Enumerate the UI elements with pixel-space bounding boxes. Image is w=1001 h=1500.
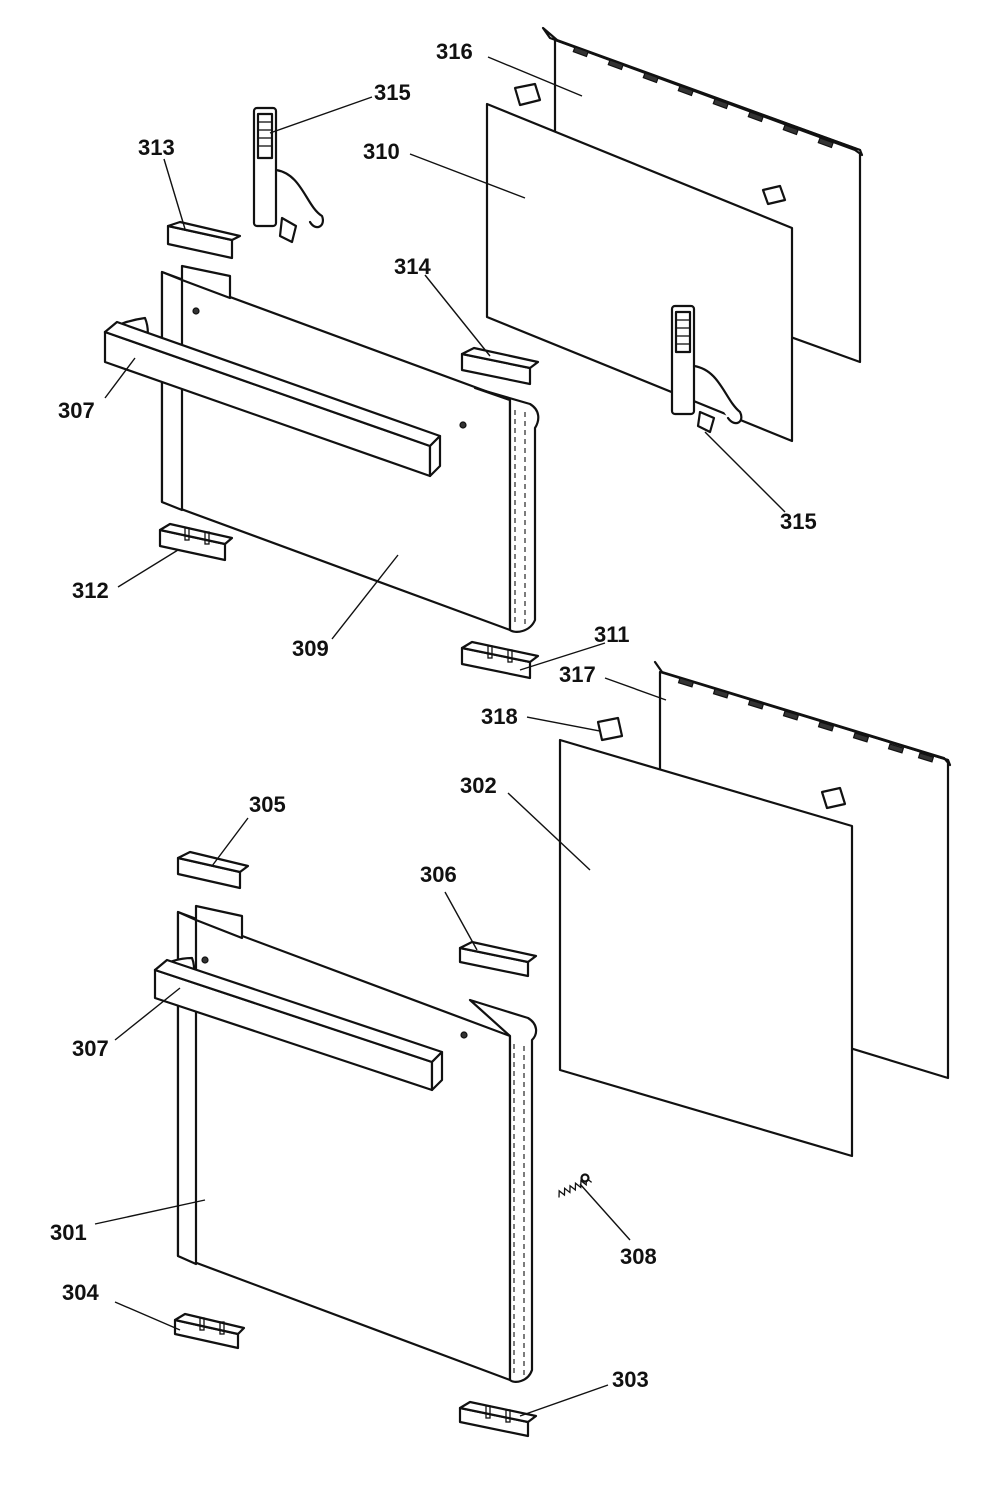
glass-panel-302	[558, 738, 854, 1158]
label-302: 302	[460, 773, 497, 798]
hinge-315-right	[670, 304, 743, 434]
label-307-lower: 307	[72, 1036, 109, 1061]
label-312: 312	[72, 578, 109, 603]
label-313: 313	[138, 135, 175, 160]
hinge-315-upper	[252, 106, 324, 244]
cap-312	[158, 522, 234, 562]
label-301: 301	[50, 1220, 87, 1245]
label-307-upper: 307	[58, 398, 95, 423]
label-317: 317	[559, 662, 596, 687]
label-303: 303	[612, 1367, 649, 1392]
door-frame-301	[176, 904, 538, 1383]
cap-304	[173, 1312, 246, 1350]
label-308: 308	[620, 1244, 657, 1269]
glass-panel-310	[485, 102, 794, 443]
cap-305	[176, 850, 250, 890]
label-304: 304	[62, 1280, 99, 1305]
label-310: 310	[363, 139, 400, 164]
cap-313	[166, 220, 242, 260]
label-311: 311	[594, 622, 630, 647]
handle-307-lower	[153, 956, 444, 1092]
cap-303	[458, 1400, 538, 1438]
cap-306	[458, 940, 538, 978]
label-309: 309	[292, 636, 329, 661]
label-315-lower: 315	[780, 509, 817, 534]
door-frame-309	[160, 264, 540, 633]
clip-318	[596, 716, 624, 742]
leader-lines	[94, 56, 786, 1417]
handle-307-upper	[103, 316, 442, 478]
label-314: 314	[394, 254, 431, 279]
label-306: 306	[420, 862, 457, 887]
label-316: 316	[436, 39, 473, 64]
cap-314	[460, 346, 540, 386]
spring-308	[558, 1173, 593, 1198]
cap-311	[460, 640, 540, 680]
label-318: 318	[481, 704, 518, 729]
label-315-upper: 315	[374, 80, 411, 105]
label-305: 305	[249, 792, 286, 817]
